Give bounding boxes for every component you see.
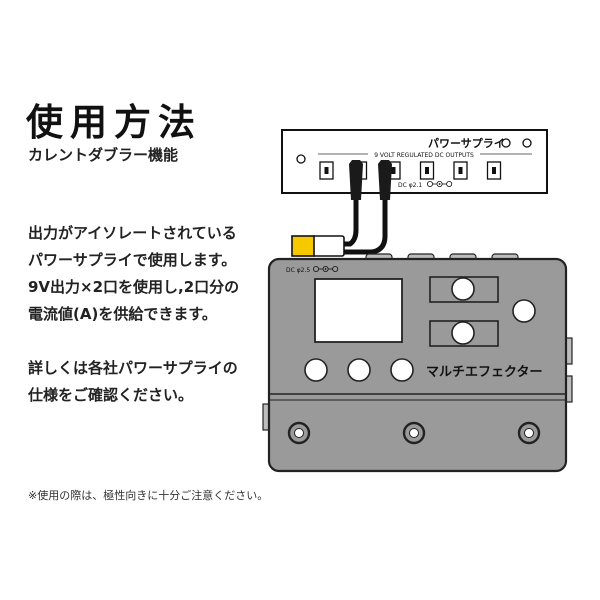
effector-button-1[interactable] <box>304 358 328 382</box>
output-jack-hole <box>391 167 396 174</box>
footnote: ※使用の際は、極性向きに十分ご注意ください。 <box>28 489 269 502</box>
power-supply: パワーサプライ 9 VOLT REGULATED DC OUTPUTS DC φ… <box>281 129 548 194</box>
output-jack-hole <box>492 167 496 174</box>
page-subtitle: カレントダブラー機能 <box>28 146 179 164</box>
junction-plug <box>311 235 345 257</box>
effector-button-3[interactable] <box>390 358 414 382</box>
plug-tip-right <box>378 160 392 164</box>
output-jack-hole <box>425 167 429 174</box>
polarity-icon <box>313 266 339 272</box>
slider-knob-top[interactable] <box>451 277 475 301</box>
description-line-6: 仕様をご確認ください。 <box>28 386 194 404</box>
power-supply-dc-label: DC φ2.1 <box>398 182 422 189</box>
output-jack-hole <box>324 167 329 174</box>
doubler-cable <box>291 160 392 257</box>
plug-right <box>378 164 392 200</box>
slider-knob-bottom[interactable] <box>451 321 475 345</box>
effector-button-2[interactable] <box>347 358 371 382</box>
plug-tip-left <box>349 160 363 164</box>
footswitch-2[interactable] <box>402 421 426 445</box>
effector-screen <box>314 278 403 343</box>
power-supply-knob-icon <box>501 138 511 148</box>
power-supply-outputs-label: 9 VOLT REGULATED DC OUTPUTS <box>374 152 474 159</box>
effector-dc-label: DC φ2.5 <box>286 267 310 274</box>
effector-knob[interactable] <box>512 299 536 323</box>
output-jack-hole <box>458 167 463 174</box>
footswitch-1[interactable] <box>287 421 311 445</box>
cable-right <box>330 200 388 255</box>
description-line-2: パワーサプライで使用します。 <box>28 251 237 269</box>
footswitch-3[interactable] <box>517 421 541 445</box>
cable-left <box>330 200 359 247</box>
multi-effector: DC φ2.5 マルチエフェクター <box>262 253 573 473</box>
effector-label: マルチエフェクター <box>426 365 542 380</box>
power-supply-label: パワーサプライ <box>428 136 505 150</box>
description-line-4: 電流値(A)を供給できます。 <box>28 305 217 323</box>
description-line-3: 9V出力×2口を使用し,2口分の <box>28 278 240 296</box>
description-line-5: 詳しくは各社パワーサプライの <box>28 359 238 377</box>
page-title: 使用方法 <box>26 101 202 144</box>
polarity-icon <box>427 181 453 187</box>
power-supply-knob-icon <box>522 138 532 148</box>
dc-plug-yellow <box>291 235 315 257</box>
power-supply-led-icon <box>296 154 306 164</box>
plug-left <box>349 164 363 200</box>
description-line-1: 出力がアイソレートされている <box>28 224 237 242</box>
